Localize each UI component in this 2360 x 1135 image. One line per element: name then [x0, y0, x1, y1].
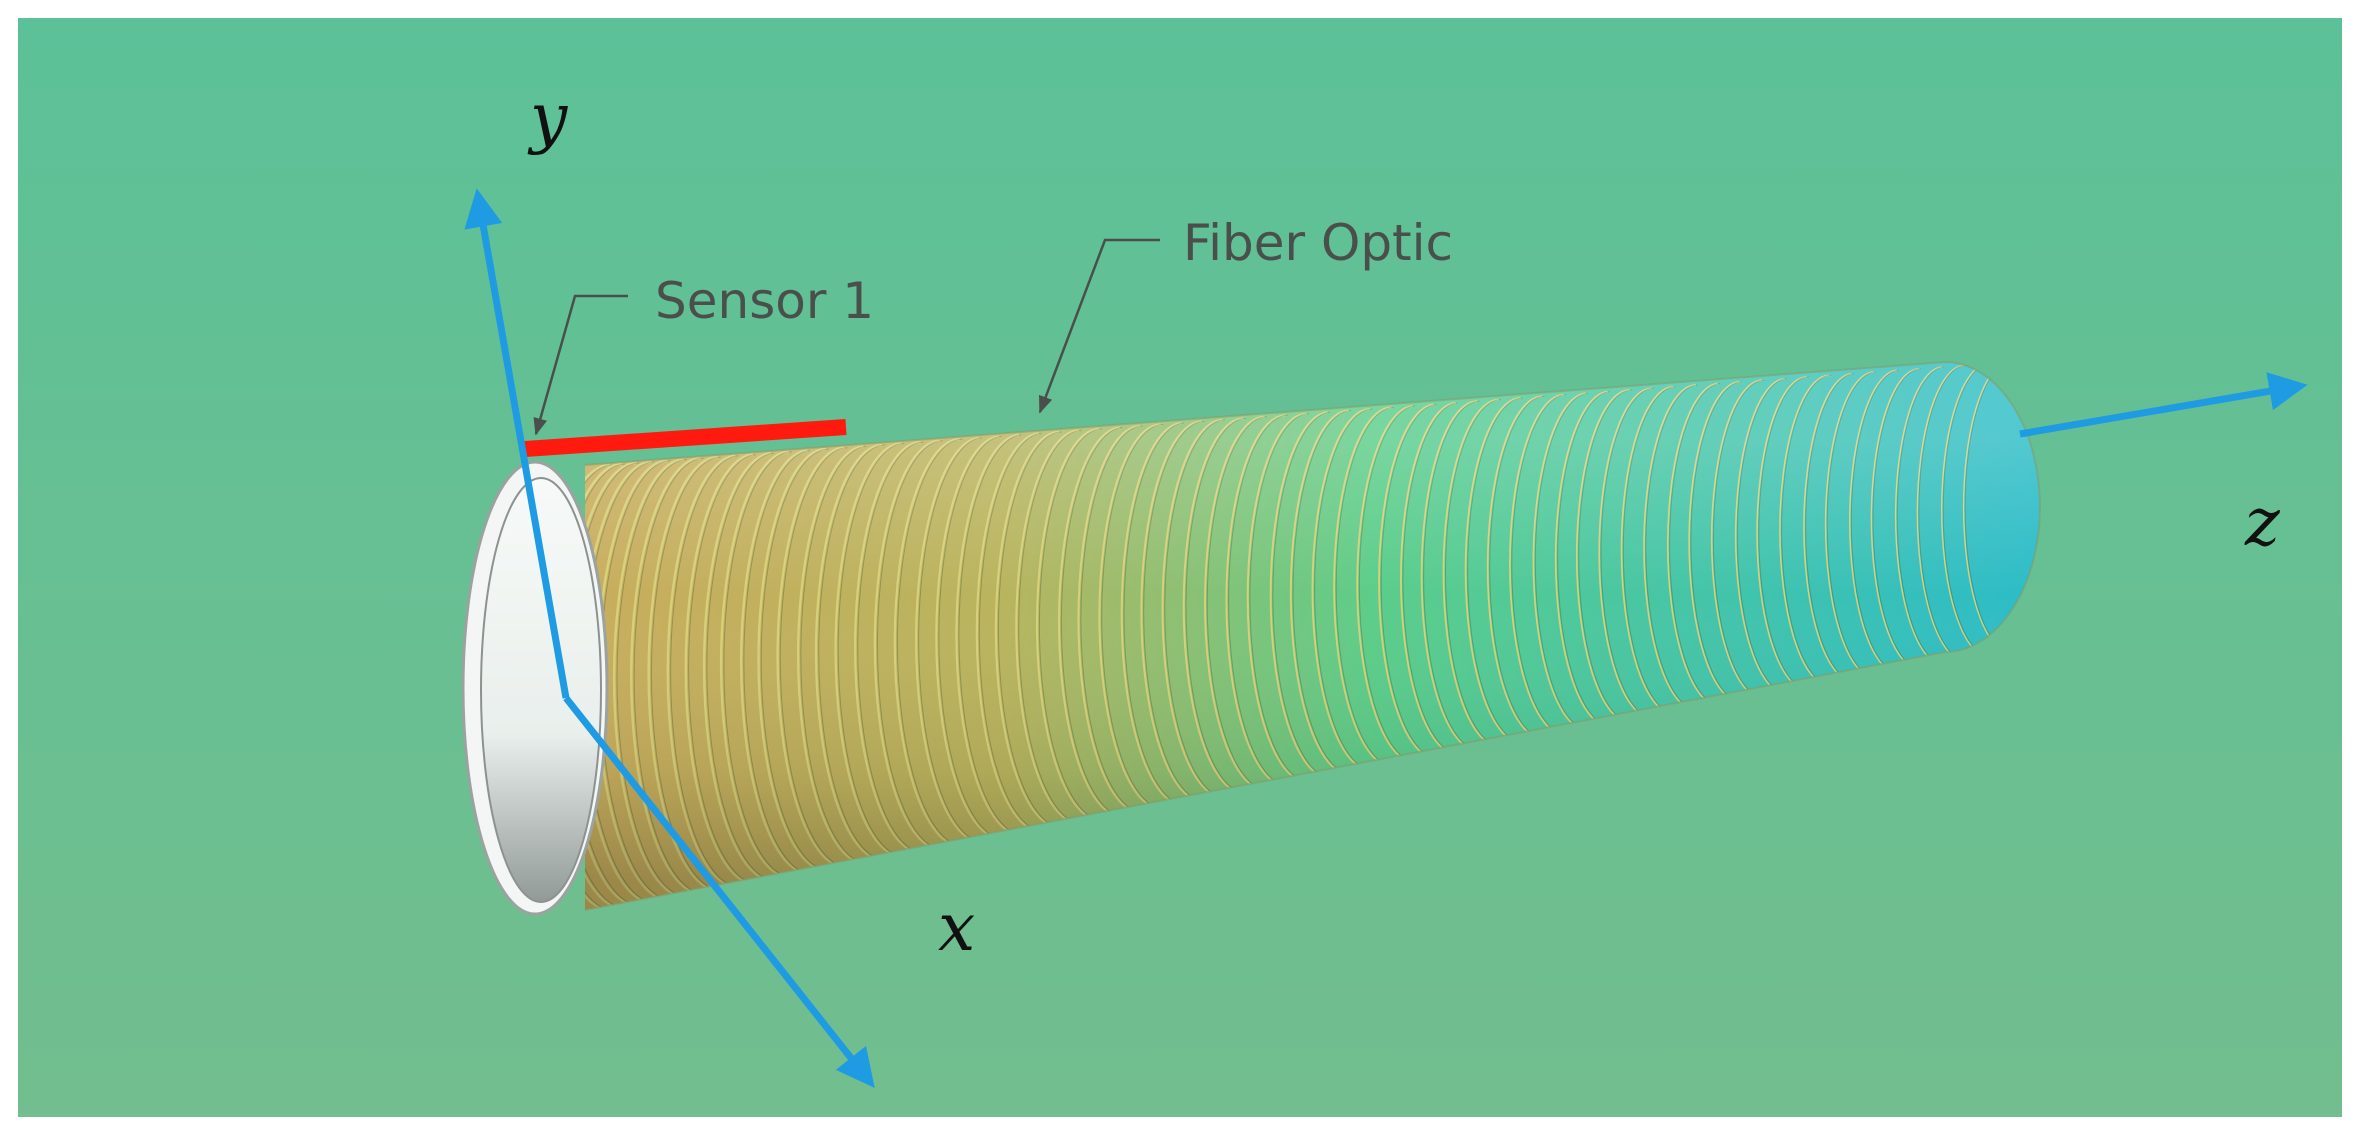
x-axis-label: x [938, 889, 975, 966]
coordinate-axes [464, 188, 2308, 1089]
z-axis-arrow [2019, 372, 2308, 438]
fiber-leader-line [1038, 238, 1160, 414]
sensor-label: Sensor 1 [655, 272, 874, 330]
sensor-leader-line [533, 294, 628, 436]
y-axis-label: y [527, 79, 568, 156]
tube-silhouette [584, 360, 2041, 911]
y-axis-arrow [464, 188, 570, 699]
fiber-optic-label: Fiber Optic [1183, 214, 1453, 272]
x-axis-arrow [563, 695, 875, 1089]
wound-tube [461, 360, 2041, 916]
tube-opening [480, 477, 602, 903]
tube-shading [585, 362, 2040, 910]
z-axis-label: z [2244, 484, 2281, 561]
sensor-segment [524, 419, 847, 457]
